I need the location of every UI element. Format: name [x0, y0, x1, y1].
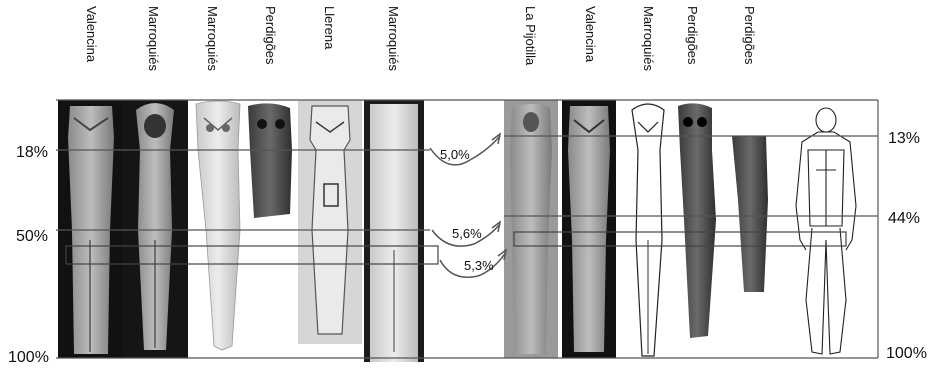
figure-marroquies-3	[364, 100, 424, 362]
figure-perdigoes-3	[732, 136, 768, 292]
right-pct-100: 100%	[886, 345, 927, 363]
left-pct-50: 50%	[16, 228, 48, 246]
figure-la-pijotilla	[504, 100, 558, 358]
human-figure-drawing	[796, 108, 856, 354]
right-pct-44: 44%	[888, 210, 920, 228]
right-pct-13: 13%	[888, 130, 920, 148]
figure-valencina-2	[562, 100, 616, 358]
figure-marroquies-1	[122, 100, 188, 358]
ratio-label-2: 5,6%	[452, 226, 482, 241]
ratio-label-1: 5,0%	[440, 147, 470, 162]
ratio-label-3: 5,3%	[464, 258, 494, 273]
figure-marroquies-4	[632, 104, 664, 356]
figure-perdigoes-2	[678, 103, 716, 338]
figure-marroquies-2	[196, 101, 240, 350]
figure-perdigoes-1	[248, 103, 292, 218]
left-pct-100: 100%	[8, 349, 49, 367]
figure-valencina-1	[58, 100, 122, 358]
left-pct-18: 18%	[16, 144, 48, 162]
figure-llerena	[298, 100, 362, 344]
